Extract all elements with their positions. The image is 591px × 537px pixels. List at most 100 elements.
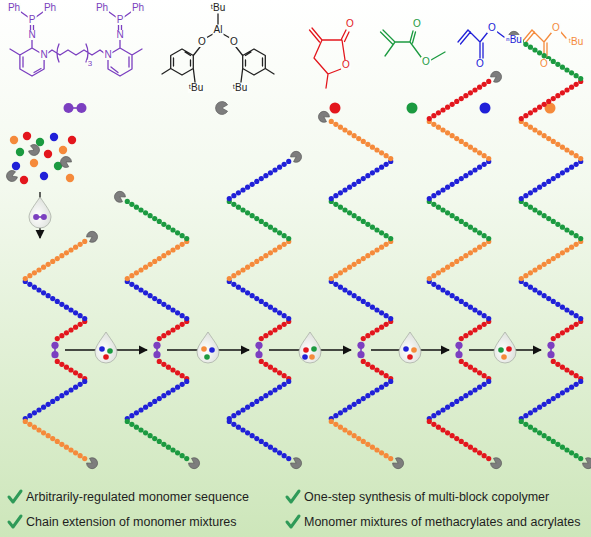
monomer-bead — [236, 410, 241, 415]
monomer-bead — [250, 433, 255, 438]
monomer-bead — [254, 259, 259, 264]
monomer-dot — [12, 162, 20, 170]
monomer-bead — [569, 310, 574, 315]
monomer-bead — [454, 99, 459, 104]
monomer-bead — [361, 336, 366, 341]
monomer-bead — [379, 150, 384, 155]
monomer-dot — [107, 348, 113, 354]
monomer-bead — [523, 113, 528, 118]
initiator-structure — [10, 12, 142, 76]
monomer-bead — [286, 456, 291, 461]
monomer-bead — [259, 396, 264, 401]
monomer-bead — [361, 396, 366, 401]
monomer-bead — [546, 296, 551, 301]
monomer-bead — [454, 436, 459, 441]
monomer-bead — [268, 365, 273, 370]
initiator-symbol — [455, 342, 462, 349]
monomer-bead — [482, 382, 487, 387]
monomer-bead — [59, 362, 64, 367]
monomer-bead — [68, 247, 73, 252]
monomer-bead — [180, 233, 185, 238]
atom-label: ⁿBu — [505, 35, 523, 45]
monomer-mixture — [5, 132, 76, 184]
monomer-bead — [532, 427, 537, 432]
atom-label: 3 — [87, 60, 93, 68]
monomer-bead — [574, 242, 579, 247]
monomer-bead — [36, 427, 41, 432]
monomer-bead — [365, 362, 370, 367]
monomer-bead — [259, 336, 264, 341]
monomer-bead — [338, 285, 343, 290]
monomer-droplet — [299, 332, 321, 363]
monomer-bead — [569, 450, 574, 455]
atom-label: ᵗBu — [232, 83, 248, 93]
monomer-bead — [250, 213, 255, 218]
initiator-symbol — [153, 342, 160, 349]
monomer-bead — [551, 299, 556, 304]
monomer-bead — [564, 147, 569, 152]
monomer-bead — [282, 233, 287, 238]
monomer-bead — [161, 442, 166, 447]
monomer-bead — [175, 450, 180, 455]
monomer-bead — [36, 407, 41, 412]
monomer-bead — [472, 227, 477, 232]
monomer-bead — [523, 193, 528, 198]
monomer-bead — [143, 430, 148, 435]
monomer-bead — [379, 245, 384, 250]
monomer-dot — [50, 133, 58, 141]
monomer-bead — [338, 205, 343, 210]
monomer-bead — [560, 390, 565, 395]
monomer-bead — [537, 185, 542, 190]
monomer-bead — [365, 142, 370, 147]
monomer-bead — [436, 110, 441, 115]
monomer-bead — [574, 73, 579, 78]
monomer-bead — [272, 307, 277, 312]
monomer-bead — [277, 245, 282, 250]
monomer-bead — [78, 313, 83, 318]
monomer-bead — [254, 399, 259, 404]
monomer-bead — [27, 413, 32, 418]
monomer-bead — [272, 227, 277, 232]
monomer-bead — [231, 273, 236, 278]
monomer-bead — [472, 327, 477, 332]
droplet-shape — [95, 332, 117, 363]
feature-text: Chain extension of monomer mixtures — [26, 516, 237, 529]
monomer-bead — [282, 382, 287, 387]
monomer-bead — [59, 253, 64, 258]
monomer-bead — [384, 373, 389, 378]
monomer-bead — [574, 153, 579, 158]
atom-label: O — [412, 19, 422, 29]
monomer-droplet — [95, 332, 117, 363]
monomer-bead — [333, 193, 338, 198]
monomer-bead — [542, 102, 547, 107]
monomer-bead — [486, 156, 491, 161]
monomer-bead — [528, 45, 533, 50]
monomer-bead — [374, 387, 379, 392]
atom-label: O — [421, 57, 431, 67]
monomer-bead — [161, 302, 166, 307]
monomer-bead — [365, 393, 370, 398]
monomer-bead — [64, 365, 69, 370]
check-mark — [9, 491, 21, 502]
monomer-bead — [519, 419, 524, 424]
monomer-bead — [482, 82, 487, 87]
monomer-bead — [59, 442, 64, 447]
monomer-bead — [440, 207, 445, 212]
monomer-bead — [427, 419, 432, 424]
monomer-bead — [537, 105, 542, 110]
monomer-bead — [240, 407, 245, 412]
monomer-dot — [30, 159, 38, 167]
monomer-bead — [68, 387, 73, 392]
monomer-bead — [564, 387, 569, 392]
monomer-bead — [528, 125, 533, 130]
monomer-bead — [59, 302, 64, 307]
monomer-bead — [138, 207, 143, 212]
monomer-bead — [352, 293, 357, 298]
initiator-symbol — [547, 342, 554, 349]
monomer-bead — [569, 325, 574, 330]
monomer-bead — [463, 302, 468, 307]
monomer-droplet — [494, 332, 516, 363]
monomer-bead — [73, 450, 78, 455]
monomer-bead — [333, 122, 338, 127]
monomer-bead — [528, 110, 533, 115]
